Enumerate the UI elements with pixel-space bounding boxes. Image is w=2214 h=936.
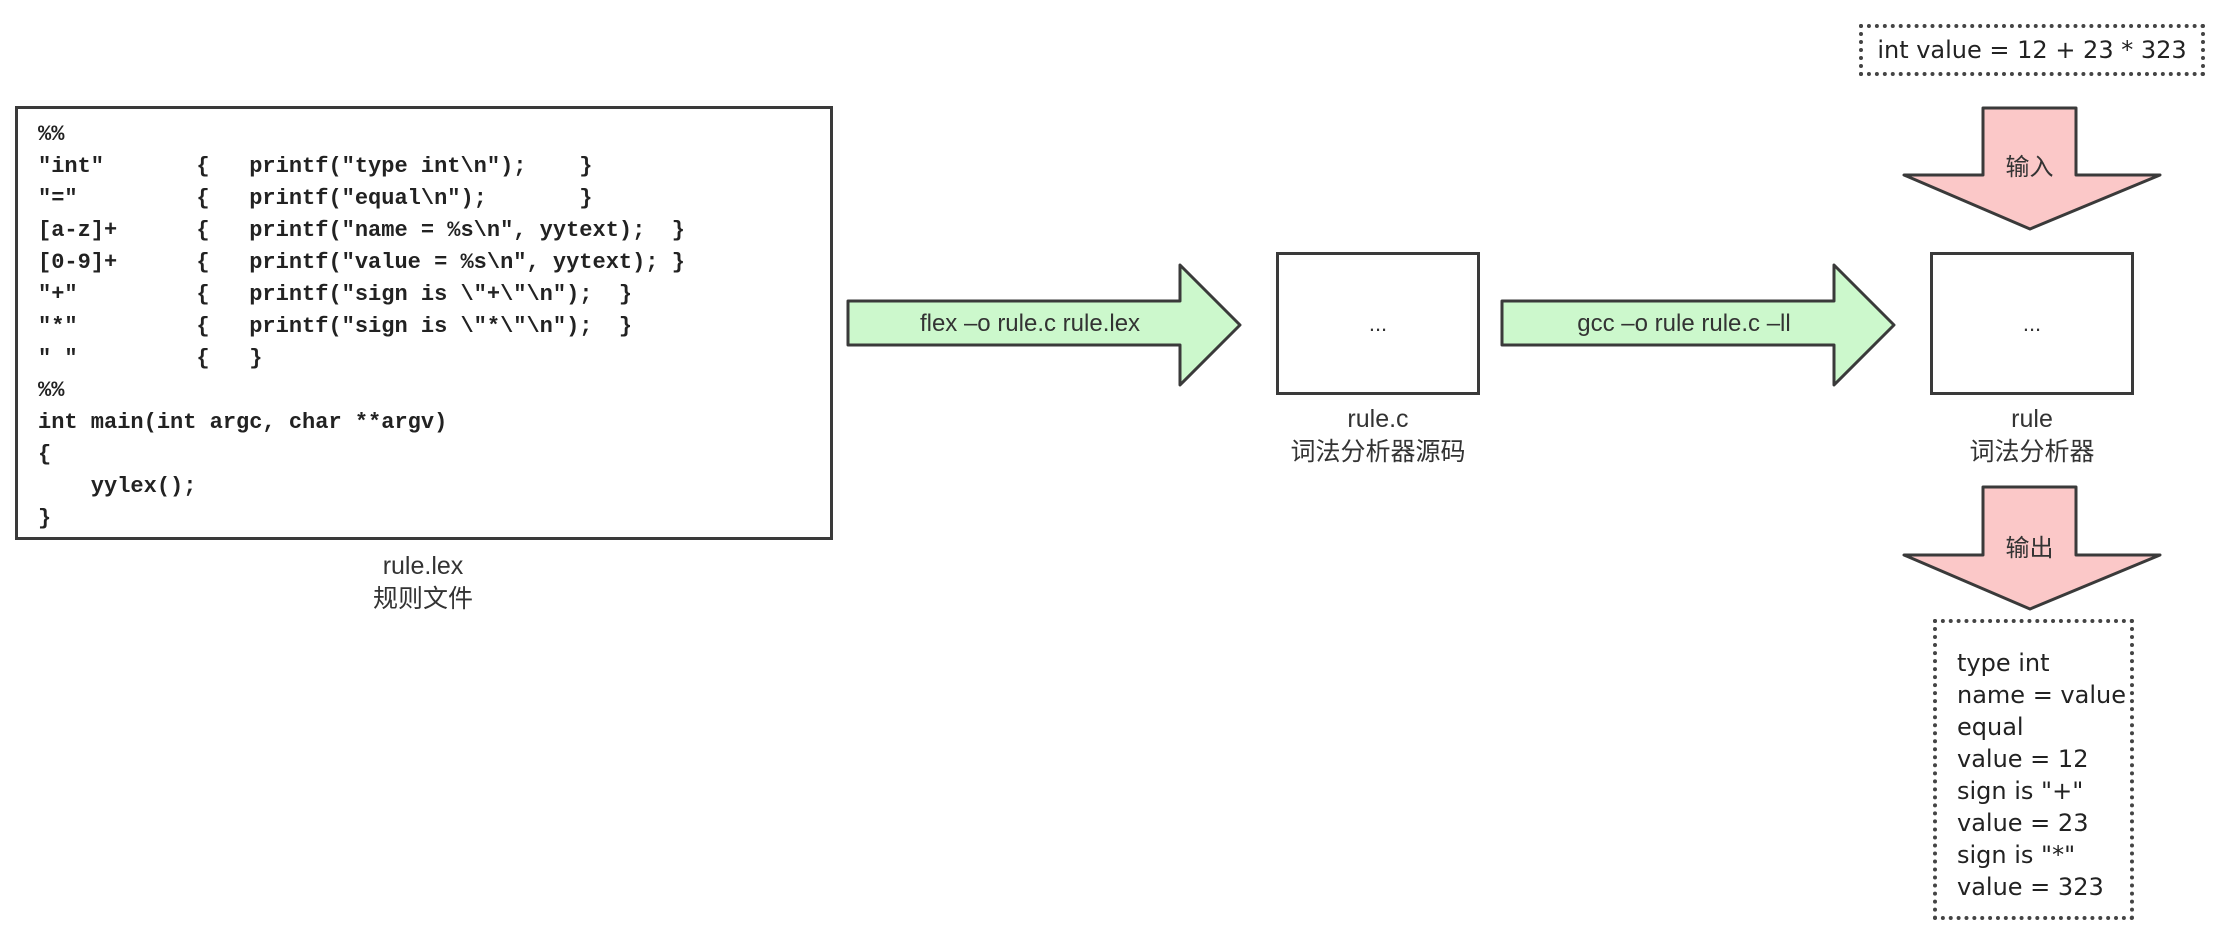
code-line: { bbox=[38, 442, 52, 467]
rule-c-caption: rule.c 词法分析器源码 bbox=[1258, 403, 1498, 469]
output-arrow bbox=[1902, 485, 2162, 611]
output-line: type int bbox=[1957, 649, 2050, 677]
code-line: [a-z]+ { printf("name = %s\n", yytext); … bbox=[38, 218, 685, 243]
rule-lex-caption: rule.lex 规则文件 bbox=[323, 550, 523, 616]
rule-analyzer-caption: rule 词法分析器 bbox=[1912, 403, 2152, 469]
output-line: equal bbox=[1957, 713, 2024, 741]
output-line: sign is "*" bbox=[1957, 841, 2076, 869]
rule-c-description: 词法分析器源码 bbox=[1290, 438, 1466, 466]
rule-analyzer-description: 词法分析器 bbox=[1969, 438, 2095, 466]
gcc-command-label: gcc –o rule rule.c –ll bbox=[1577, 310, 1791, 337]
code-line: "+" { printf("sign is \"+\"\n"); } bbox=[38, 282, 633, 307]
output-line: name = value bbox=[1957, 681, 2126, 709]
output-arrow-label: 输出 bbox=[2005, 535, 2054, 562]
rule-analyzer-node: ... bbox=[1930, 252, 2134, 395]
rule-analyzer-filename: rule bbox=[2011, 405, 2053, 433]
output-line: value = 12 bbox=[1957, 745, 2089, 773]
gcc-arrow bbox=[1500, 263, 1896, 387]
rule-c-content: ... bbox=[1368, 310, 1388, 336]
rule-analyzer-content: ... bbox=[2022, 310, 2042, 336]
input-sample-box: int value = 12 + 23 * 323 bbox=[1859, 24, 2205, 76]
code-line: yylex(); bbox=[38, 474, 197, 499]
input-arrow-label: 输入 bbox=[2005, 154, 2054, 181]
code-line: %% bbox=[38, 378, 65, 403]
rule-lex-filename: rule.lex bbox=[382, 552, 464, 580]
code-line: "*" { printf("sign is \"*\"\n"); } bbox=[38, 314, 633, 339]
code-line: int main(int argc, char **argv) bbox=[38, 410, 448, 435]
rule-lex-description: 规则文件 bbox=[372, 585, 473, 613]
output-result-box: type int name = value equal value = 12 sign … bbox=[1933, 619, 2134, 920]
output-line: value = 23 bbox=[1957, 809, 2089, 837]
input-arrow bbox=[1902, 106, 2162, 231]
code-line: %% bbox=[38, 122, 65, 147]
flex-arrow bbox=[846, 263, 1242, 387]
input-sample-text: int value = 12 + 23 * 323 bbox=[1877, 36, 2187, 64]
rule-c-filename: rule.c bbox=[1347, 405, 1409, 433]
flex-command-label: flex –o rule.c rule.lex bbox=[919, 310, 1141, 337]
output-line: sign is "+" bbox=[1957, 777, 2084, 805]
code-line: " " { } bbox=[38, 346, 263, 371]
rule-c-node: ... bbox=[1276, 252, 1480, 395]
output-line: value = 323 bbox=[1957, 873, 2104, 901]
code-line: "=" { printf("equal\n"); } bbox=[38, 186, 593, 211]
code-line: "int" { printf("type int\n"); } bbox=[38, 154, 593, 179]
code-line: [0-9]+ { printf("value = %s\n", yytext);… bbox=[38, 250, 685, 275]
rule-lex-code-box: %% "int" { printf("type int\n"); } "=" { p… bbox=[15, 106, 833, 540]
code-line: } bbox=[38, 506, 52, 531]
